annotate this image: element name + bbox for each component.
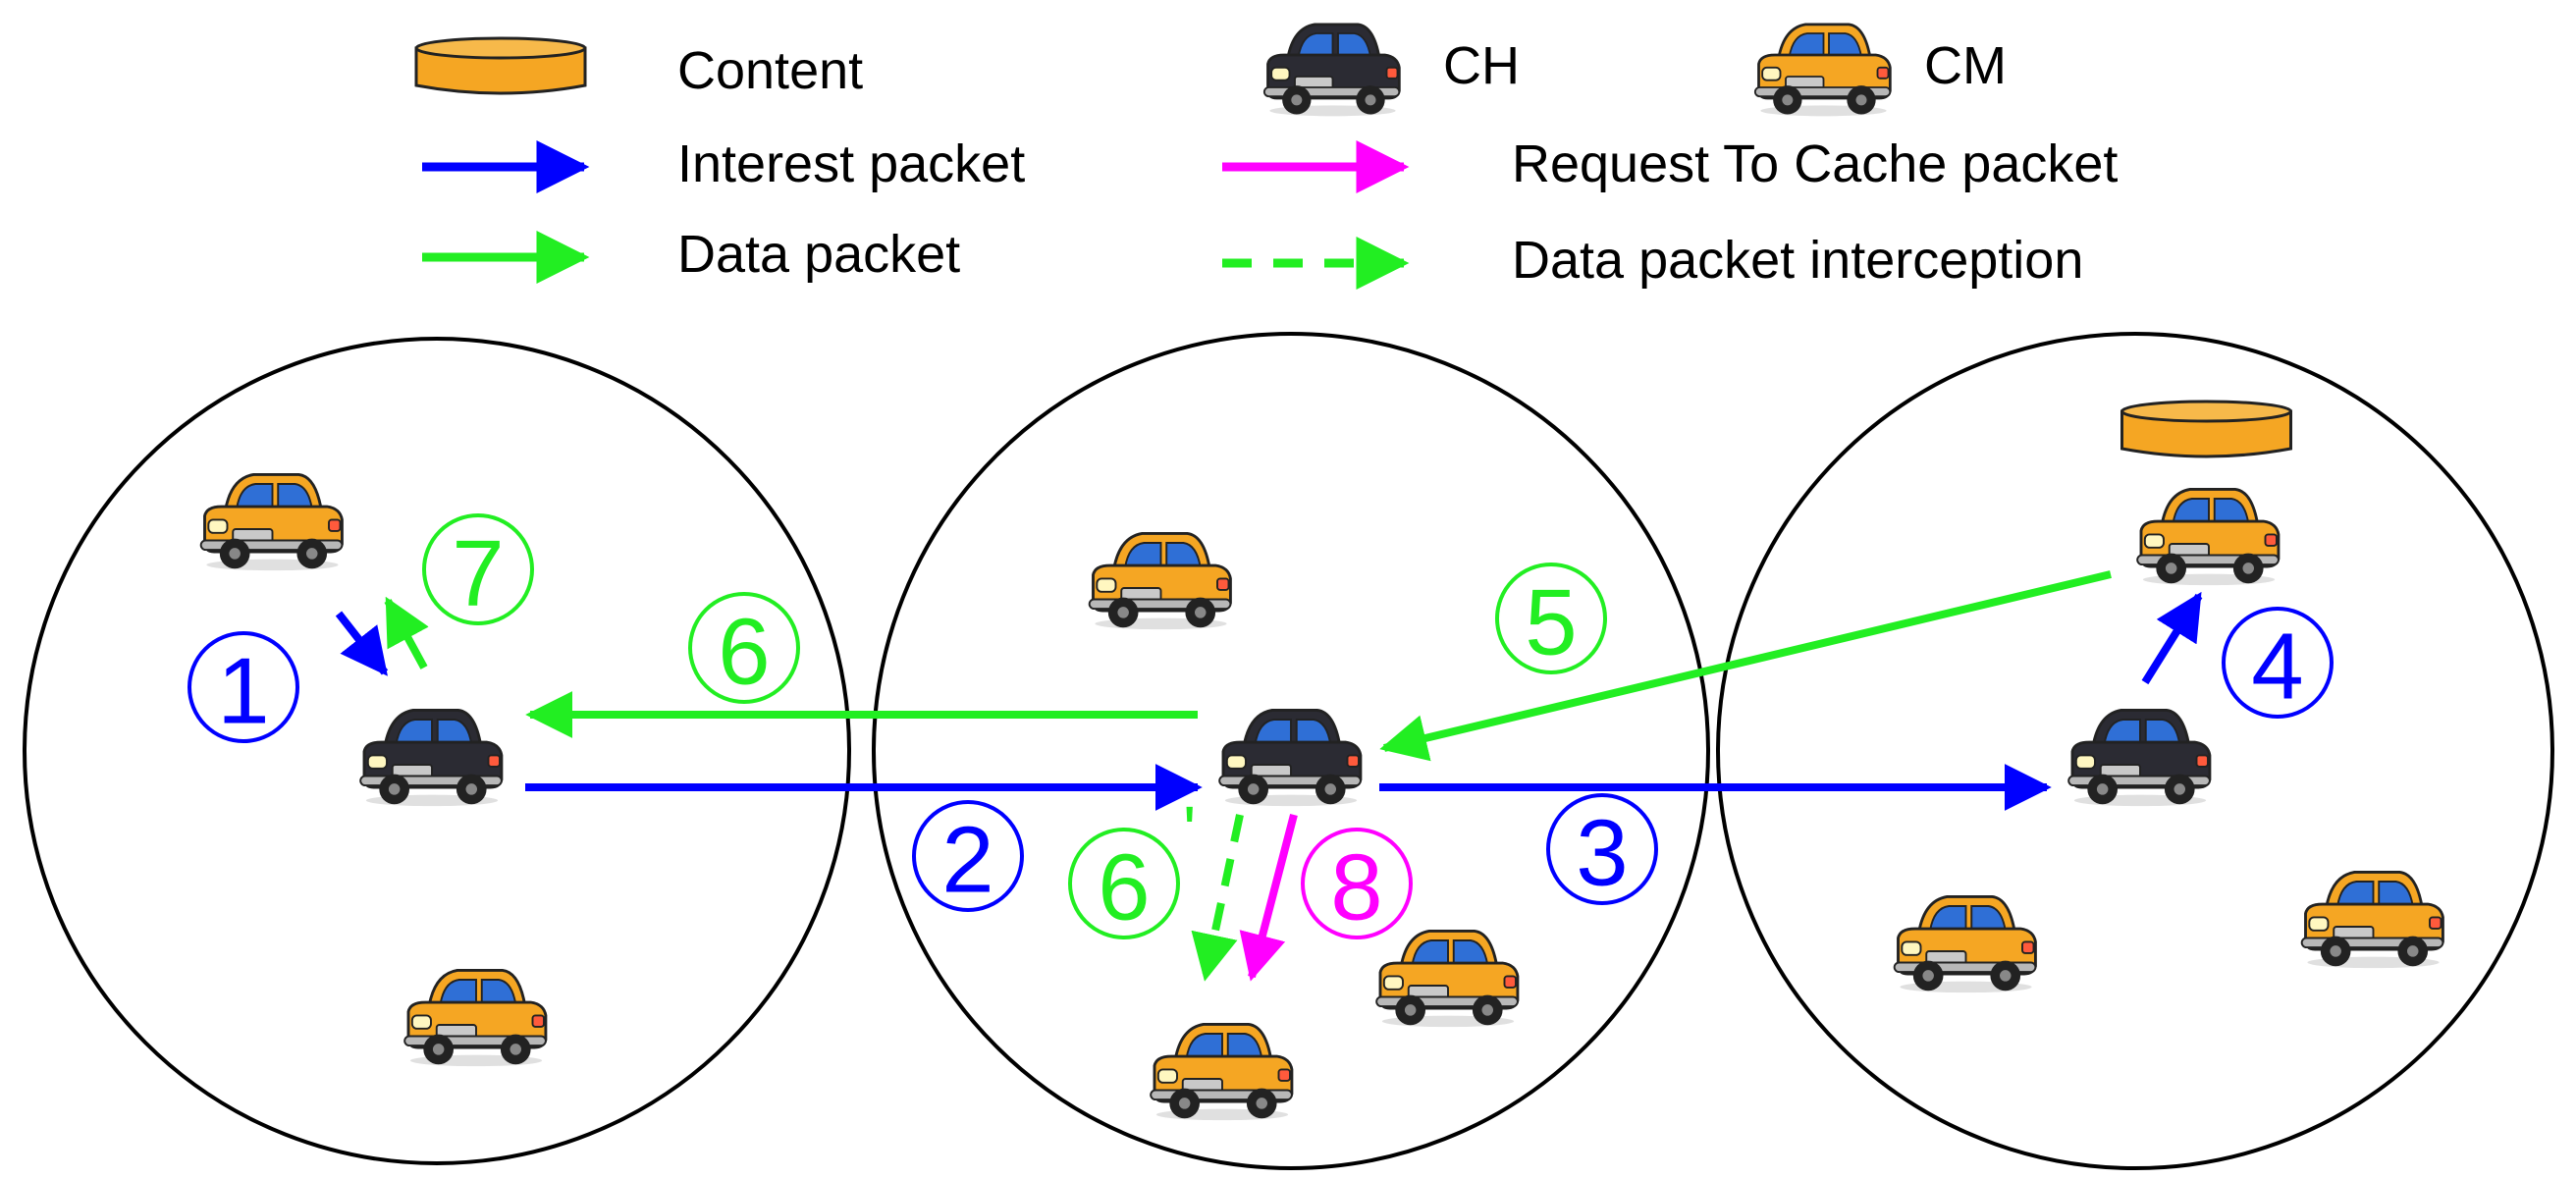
cm-car-right-bottom-left bbox=[1893, 894, 2037, 994]
step-1-text: 1 bbox=[217, 639, 269, 744]
step-2-text: 2 bbox=[941, 808, 993, 913]
step-3-label: 3 bbox=[1546, 793, 1658, 906]
step-8-text: 8 bbox=[1330, 835, 1382, 940]
step-6-label: 6 bbox=[688, 592, 800, 705]
arrow-step6b-intercept bbox=[1191, 814, 1244, 982]
step-labels: 1 7 6 2 6 ' 8 5 3 bbox=[188, 513, 2334, 940]
step-1-label: 1 bbox=[188, 631, 299, 744]
legend-content-icon bbox=[414, 36, 587, 95]
legend-content-label: Content bbox=[677, 41, 863, 100]
step-5-text: 5 bbox=[1525, 570, 1577, 675]
step-5-label: 5 bbox=[1495, 563, 1607, 675]
arrow-step8-rtc bbox=[1239, 813, 1298, 982]
legend-data-label: Data packet bbox=[677, 225, 960, 284]
cm-car-middle-bottom bbox=[1149, 1022, 1294, 1122]
step-4-label: 4 bbox=[2222, 607, 2334, 720]
ch-car-left bbox=[358, 708, 504, 808]
ch-car-middle bbox=[1217, 708, 1363, 808]
cm-car-left-top bbox=[199, 472, 344, 572]
ch-car-right bbox=[2066, 708, 2212, 808]
arrow-step1-interest bbox=[335, 611, 389, 676]
legend-ch-label: CH bbox=[1443, 36, 1520, 95]
cm-car-left-bottom bbox=[402, 968, 548, 1068]
cm-car-right-bottom-right bbox=[2300, 870, 2444, 970]
legend-cm-label: CM bbox=[1924, 36, 2007, 95]
arrows bbox=[335, 570, 2203, 982]
cm-car-middle-right bbox=[1374, 929, 1520, 1029]
step-2-circle bbox=[912, 800, 1024, 912]
step-4-circle bbox=[2222, 607, 2334, 719]
step-2-label: 2 bbox=[912, 800, 1024, 913]
step-6b-label: 6 ' bbox=[1068, 792, 1196, 940]
step-3-text: 3 bbox=[1576, 801, 1628, 906]
step-6b-text: 6 bbox=[1098, 835, 1150, 940]
step-1-circle bbox=[188, 631, 299, 743]
step-8-label: 8 bbox=[1301, 828, 1413, 940]
step-6b-circle bbox=[1068, 828, 1180, 939]
legend-interest-label: Interest packet bbox=[677, 134, 1025, 193]
cm-car-middle-top bbox=[1088, 531, 1232, 631]
step-7-label: 7 bbox=[422, 513, 534, 626]
step-3-circle bbox=[1546, 793, 1658, 905]
cluster-right bbox=[1716, 332, 2554, 1170]
cars bbox=[199, 400, 2444, 1122]
legend-cm-car-icon bbox=[1753, 23, 1892, 118]
arrow-step5-data bbox=[1379, 570, 2112, 762]
step-8-circle bbox=[1301, 828, 1413, 939]
arrow-step7-data bbox=[384, 596, 429, 670]
cluster-middle bbox=[872, 332, 1710, 1170]
legend-intercept-label: Data packet interception bbox=[1512, 231, 2083, 290]
step-7-circle bbox=[422, 513, 534, 625]
legend-ch-car-icon bbox=[1262, 23, 1401, 118]
step-6b-prime: ' bbox=[1183, 792, 1196, 869]
step-6-circle bbox=[688, 592, 800, 704]
legend-rtc-label: Request To Cache packet bbox=[1512, 134, 2118, 193]
legend: Content CH CM Interest packet Request To… bbox=[414, 23, 2118, 290]
step-5-circle bbox=[1495, 563, 1607, 674]
step-4-text: 4 bbox=[2251, 615, 2303, 720]
step-6-text: 6 bbox=[718, 600, 770, 705]
step-7-text: 7 bbox=[452, 521, 504, 626]
arrow-step4-interest bbox=[2141, 591, 2203, 685]
cluster-left bbox=[23, 337, 851, 1165]
content-icon bbox=[2120, 400, 2293, 458]
cm-car-right-top bbox=[2135, 487, 2281, 587]
